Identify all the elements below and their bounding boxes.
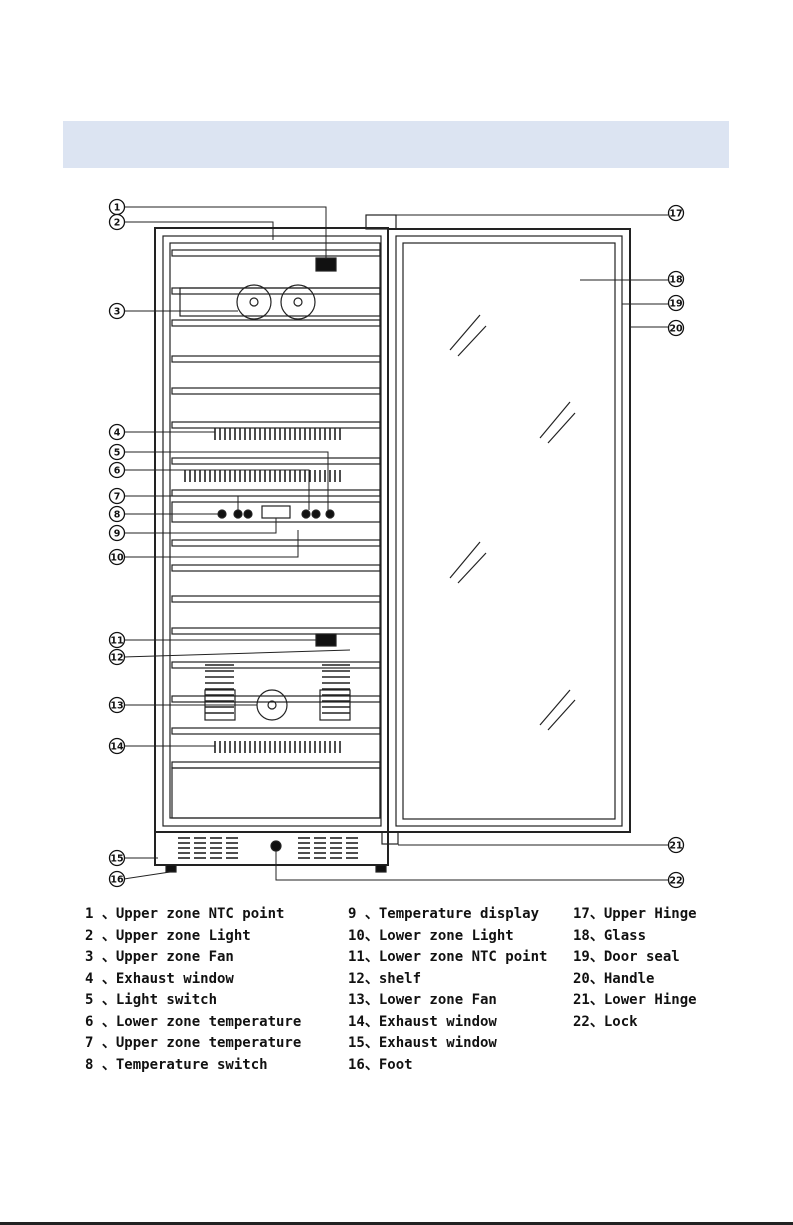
- callout-12: 12: [108, 648, 126, 666]
- exhaust-vents: [178, 428, 358, 859]
- callout-label: 19: [669, 299, 682, 310]
- legend-item-10: 10、Lower zone Light: [348, 927, 514, 944]
- shelf: [171, 387, 381, 395]
- legend-item-14: 14、Exhaust window: [348, 1013, 497, 1030]
- shelf: [171, 249, 381, 257]
- legend-item-20: 20、Handle: [573, 970, 655, 987]
- callout-label: 17: [669, 209, 682, 220]
- callout-7: 7: [108, 487, 126, 505]
- shelf: [171, 695, 381, 703]
- shelf: [171, 564, 381, 572]
- callout-label: 18: [669, 275, 683, 286]
- callout-3: 3: [108, 302, 126, 320]
- callout-label: 5: [114, 448, 121, 459]
- legend-item-18: 18、Glass: [573, 927, 647, 944]
- callout-17: 17: [667, 204, 685, 222]
- page-bottom-rule: [0, 1222, 793, 1225]
- legend-item-9: 9 、Temperature display: [348, 906, 540, 922]
- legend-item-12: 12、shelf: [348, 970, 422, 987]
- legend-item-1: 1 、Upper zone NTC point: [85, 906, 285, 922]
- legend-item-6: 6 、Lower zone temperature: [85, 1013, 302, 1030]
- callout-label: 6: [114, 466, 121, 477]
- legend-item-21: 21、Lower Hinge: [573, 992, 697, 1008]
- callout-label: 11: [110, 636, 123, 647]
- callout-16: 16: [108, 870, 126, 888]
- callout-1: 1: [108, 198, 126, 216]
- shelf: [171, 661, 381, 669]
- legend-column-1: 1 、Upper zone NTC point 2 、Upper zone Li…: [85, 904, 301, 1076]
- callout-label: 21: [669, 841, 682, 852]
- legend-item-19: 19、Door seal: [573, 949, 680, 965]
- shelf: [171, 457, 381, 465]
- callout-18: 18: [667, 270, 685, 288]
- legend-column-2: 9 、Temperature display 10、Lower zone Lig…: [348, 904, 547, 1076]
- callout-13: 13: [108, 696, 126, 714]
- callout-label: 22: [669, 876, 682, 887]
- callout-14: 14: [108, 737, 126, 755]
- shelves: [171, 249, 381, 769]
- callout-label: 12: [110, 653, 123, 664]
- callout-20: 20: [667, 319, 685, 337]
- shelf: [171, 727, 381, 735]
- callout-11: 11: [108, 631, 126, 649]
- legend-item-15: 15、Exhaust window: [348, 1035, 497, 1051]
- callout-10: 10: [108, 548, 126, 566]
- callout-label: 13: [110, 701, 123, 712]
- legend-item-22: 22、Lock: [573, 1013, 638, 1030]
- shelf: [171, 319, 381, 327]
- callout-label: 15: [110, 854, 123, 865]
- callout-22: 22: [667, 871, 685, 889]
- callout-4: 4: [108, 423, 126, 441]
- legend-item-7: 7 、Upper zone temperature: [85, 1035, 302, 1051]
- shelf: [171, 539, 381, 547]
- callout-6: 6: [108, 461, 126, 479]
- shelf: [171, 761, 381, 769]
- shelf: [171, 355, 381, 363]
- callout-label: 14: [110, 742, 124, 753]
- header-band: [63, 121, 729, 168]
- callout-label: 8: [114, 510, 121, 521]
- shelf: [171, 489, 381, 497]
- callout-label: 3: [114, 307, 121, 318]
- callout-label: 9: [114, 529, 121, 540]
- legend-item-16: 16、Foot: [348, 1056, 413, 1073]
- shelf: [171, 627, 381, 635]
- shelf: [171, 287, 381, 295]
- callout-8: 8: [108, 505, 126, 523]
- callout-label: 20: [669, 324, 683, 335]
- callout-21: 21: [667, 836, 685, 854]
- glass-door: [365, 214, 631, 845]
- legend-item-17: 17、Upper Hinge: [573, 906, 697, 922]
- callout-label: 10: [110, 553, 124, 564]
- base: [154, 767, 389, 873]
- shelf: [171, 421, 381, 429]
- upper-fan: [236, 284, 316, 320]
- legend-item-13: 13、Lower zone Fan: [348, 992, 497, 1008]
- legend-item-3: 3 、Upper zone Fan: [85, 949, 234, 965]
- callout-label: 16: [110, 875, 124, 886]
- callout-9: 9: [108, 524, 126, 542]
- callout-15: 15: [108, 849, 126, 867]
- callout-label: 4: [114, 428, 121, 439]
- legend-column-3: 17、Upper Hinge 18、Glass 19、Door seal 20、…: [573, 904, 697, 1033]
- callout-19: 19: [667, 294, 685, 312]
- legend-item-8: 8 、Temperature switch: [85, 1056, 268, 1073]
- leader-lines: [123, 206, 668, 881]
- legend-item-2: 2 、Upper zone Light: [85, 927, 251, 944]
- shelf: [171, 595, 381, 603]
- callout-label: 2: [114, 218, 121, 229]
- legend-item-4: 4 、Exhaust window: [85, 970, 234, 987]
- callout-label: 1: [114, 203, 121, 214]
- callout-5: 5: [108, 443, 126, 461]
- callout-label: 7: [114, 492, 121, 503]
- cabinet: [154, 227, 389, 833]
- legend-item-11: 11、Lower zone NTC point: [348, 949, 548, 965]
- legend-item-5: 5 、Light switch: [85, 992, 218, 1008]
- callout-2: 2: [108, 213, 126, 231]
